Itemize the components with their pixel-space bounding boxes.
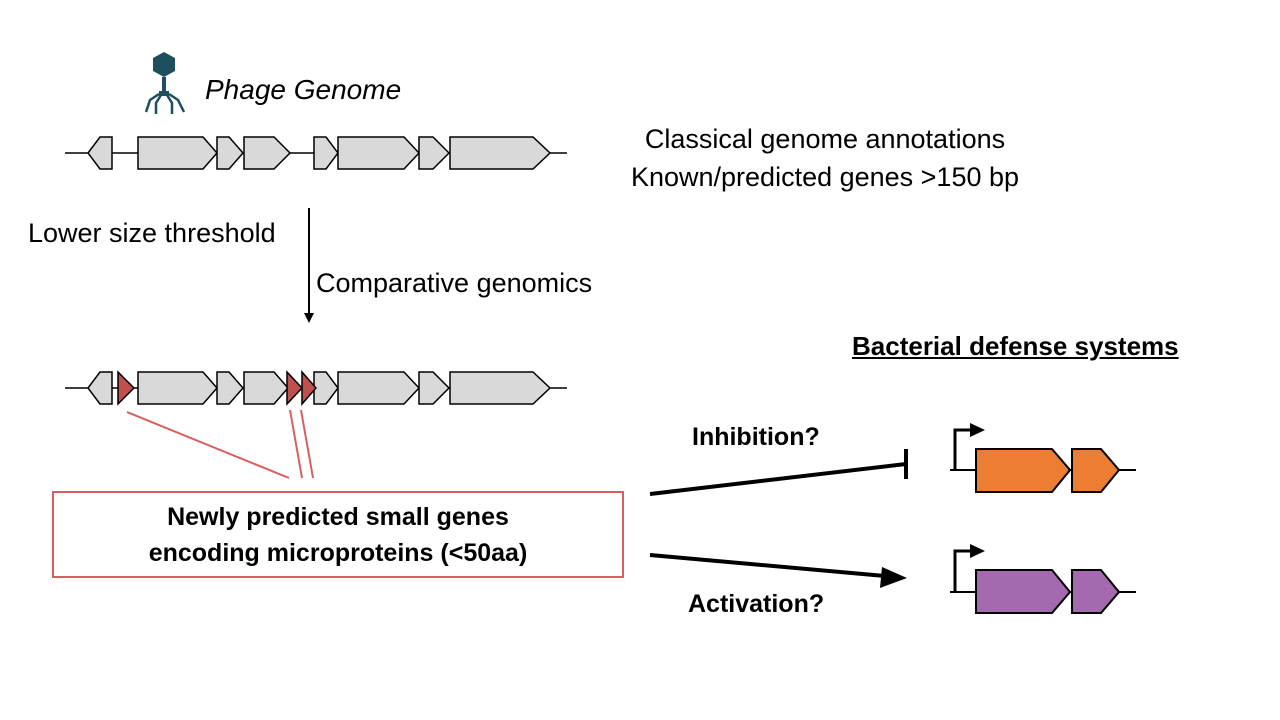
small-gene-2: [286, 370, 304, 406]
new-genes-box: Newly predicted small genes encoding mic…: [52, 491, 624, 578]
gene-8: [449, 371, 552, 405]
gene-2: [137, 371, 218, 405]
gene-7: [418, 371, 451, 405]
gene-2: [137, 136, 218, 170]
gene-1: [87, 371, 113, 405]
defense-systems-title: Bacterial defense systems: [852, 331, 1179, 361]
gene-8: [449, 136, 552, 170]
gene-3: [216, 136, 244, 170]
activation-label: Activation?: [688, 590, 825, 618]
gene-5: [313, 136, 339, 170]
defense-operon-activated: [950, 544, 1136, 614]
new-genes-line-2: encoding microproteins (<50aa): [148, 538, 528, 567]
phage-icon: [144, 52, 186, 114]
gene-4: [243, 371, 289, 405]
defense-gene-4: [1071, 569, 1121, 614]
gene-4: [243, 136, 292, 170]
gene-6: [337, 136, 421, 170]
inhibition-arrow: [649, 449, 908, 496]
new-genes-line-1: Newly predicted small genes: [167, 502, 509, 531]
genome-track-extended: [65, 370, 567, 406]
gene-3: [216, 371, 244, 405]
defense-operon-inhibited: [950, 423, 1136, 493]
phage-genome-label: Phage Genome: [205, 74, 402, 105]
comparative-genomics-label: Comparative genomics: [316, 268, 593, 298]
small-gene-1: [117, 370, 136, 406]
classical-line-2: Known/predicted genes >150 bp: [630, 162, 1020, 192]
defense-gene-1: [975, 448, 1072, 493]
gene-5: [313, 371, 339, 405]
classical-line-1: Classical genome annotations: [644, 124, 1006, 154]
defense-gene-2: [1071, 448, 1121, 493]
promoter-arrow-icon: [953, 549, 972, 592]
gene-1: [87, 136, 113, 170]
small-gene-3: [301, 370, 317, 406]
small-gene-connectors: [126, 409, 314, 479]
genome-track-classical: [65, 136, 567, 170]
gene-7: [418, 136, 451, 170]
activation-arrow: [649, 553, 907, 588]
defense-gene-3: [975, 569, 1072, 614]
gene-6: [337, 371, 421, 405]
promoter-arrow-icon: [953, 428, 972, 470]
classical-annotation-text: Classical genome annotations Known/predi…: [605, 120, 1045, 196]
lower-threshold-label: Lower size threshold: [28, 218, 276, 248]
inhibition-label: Inhibition?: [692, 423, 820, 451]
